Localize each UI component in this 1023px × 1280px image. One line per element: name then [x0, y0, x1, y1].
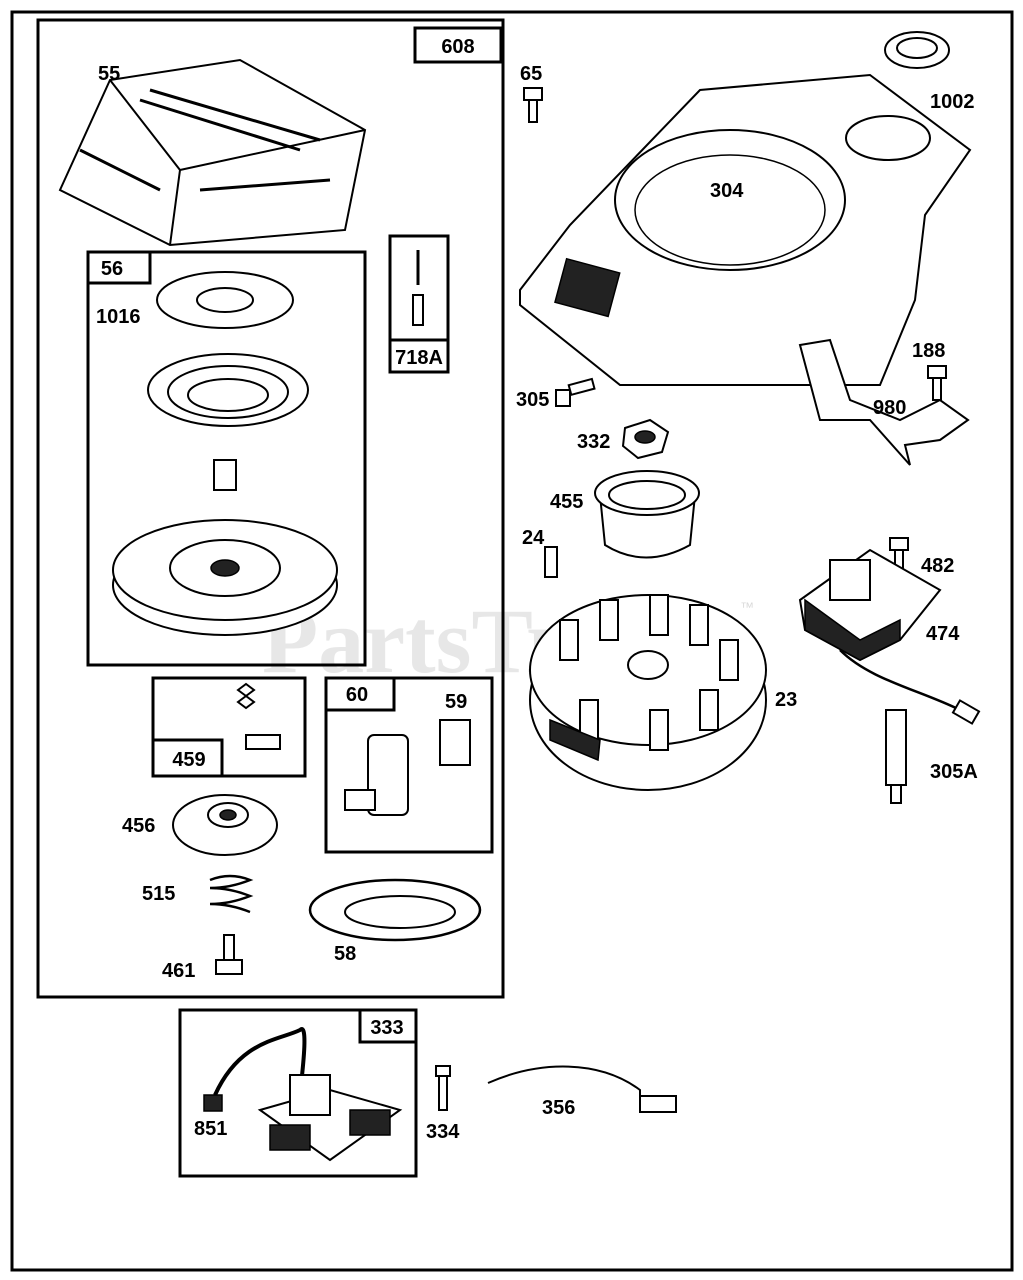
- label-305: 305: [516, 389, 549, 411]
- part-1002-grommet[interactable]: [884, 31, 950, 69]
- label-515: 515: [142, 883, 175, 905]
- svg-text:459: 459: [172, 749, 205, 771]
- part-304-blower-housing[interactable]: [519, 73, 972, 386]
- label-305A: 305A: [930, 761, 978, 783]
- part-474-armature[interactable]: [798, 548, 981, 725]
- callout-608[interactable]: 608: [413, 26, 503, 64]
- svg-text:60: 60: [346, 684, 368, 706]
- label-455: 455: [550, 491, 583, 513]
- label-23: 23: [775, 689, 797, 711]
- svg-text:608: 608: [441, 36, 474, 58]
- part-1016-washer[interactable]: [156, 271, 294, 329]
- part-rewind-spring[interactable]: [147, 353, 309, 427]
- part-455-cup[interactable]: [594, 470, 700, 559]
- svg-text:718A: 718A: [395, 347, 443, 369]
- part-23-flywheel[interactable]: [529, 594, 767, 791]
- callout-56[interactable]: 56: [86, 250, 152, 285]
- part-305A-stud[interactable]: [885, 709, 907, 804]
- svg-text:56: 56: [101, 258, 123, 280]
- part-65-screw[interactable]: [523, 87, 543, 123]
- part-356-ground-wire[interactable]: [487, 1065, 677, 1113]
- label-1002: 1002: [930, 91, 975, 113]
- part-58-rope[interactable]: [308, 878, 482, 942]
- part-188-screw[interactable]: [927, 365, 947, 401]
- part-980-bracket[interactable]: [798, 338, 970, 466]
- callout-459[interactable]: 459: [151, 676, 307, 778]
- label-24: 24: [522, 527, 545, 549]
- callout-333[interactable]: 333: [178, 1008, 418, 1178]
- label-188: 188: [912, 340, 945, 362]
- part-305-screw[interactable]: [555, 377, 596, 407]
- label-65: 65: [520, 63, 542, 85]
- label-334: 334: [426, 1121, 460, 1143]
- label-55: 55: [98, 63, 120, 85]
- outer-frame: [10, 10, 1014, 1272]
- label-356: 356: [542, 1097, 575, 1119]
- group-608-frame: [36, 18, 505, 999]
- label-58: 58: [334, 943, 356, 965]
- callout-718A[interactable]: 718A: [388, 234, 450, 374]
- group-56-frame: [86, 250, 367, 667]
- part-24-key[interactable]: [544, 546, 558, 578]
- part-pin[interactable]: [213, 459, 237, 491]
- svg-text:333: 333: [370, 1017, 403, 1039]
- label-482: 482: [921, 555, 954, 577]
- part-55-rewind-cover[interactable]: [58, 58, 367, 247]
- label-332: 332: [577, 431, 610, 453]
- label-980: 980: [873, 397, 906, 419]
- label-304: 304: [710, 180, 744, 202]
- label-1016: 1016: [96, 306, 141, 328]
- label-456: 456: [122, 815, 155, 837]
- label-59: 59: [445, 691, 467, 713]
- part-pulley[interactable]: [112, 519, 338, 636]
- callout-60[interactable]: 60: [324, 676, 494, 854]
- watermark-tm: ™: [740, 599, 754, 615]
- part-334-screw[interactable]: [435, 1065, 451, 1111]
- label-474: 474: [926, 623, 960, 645]
- part-456-ratchet[interactable]: [172, 794, 278, 856]
- label-461: 461: [162, 960, 195, 982]
- label-851: 851: [194, 1118, 227, 1140]
- part-515-spring[interactable]: [209, 874, 254, 914]
- part-461-screw[interactable]: [215, 934, 243, 975]
- part-332-nut[interactable]: [621, 418, 670, 460]
